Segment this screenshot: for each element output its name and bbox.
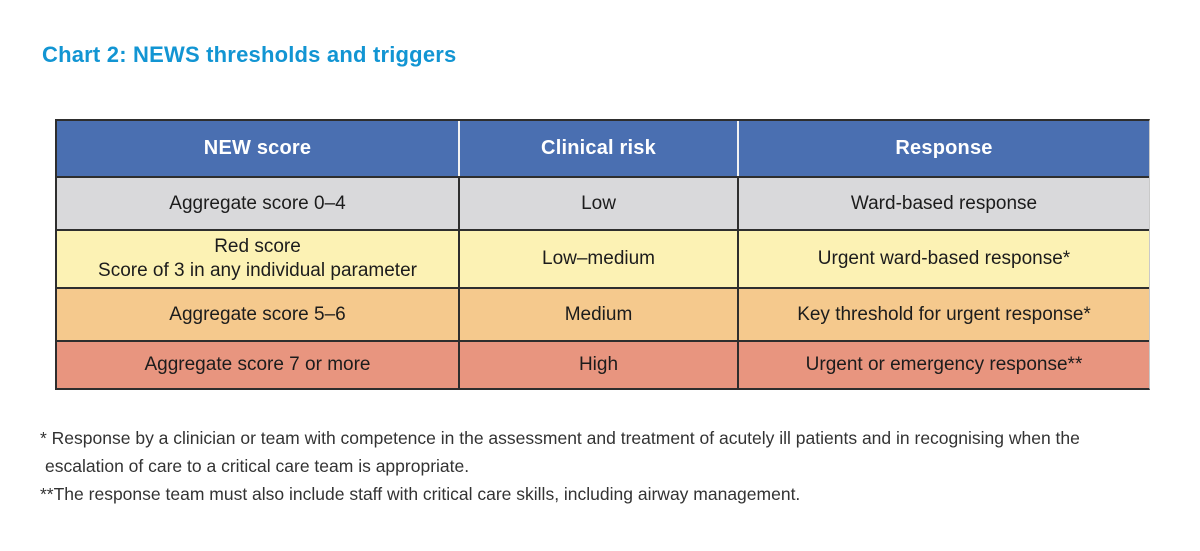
header-response: Response <box>895 137 993 159</box>
cell-response: Key threshold for urgent response* <box>797 303 1091 325</box>
footnote-line: * Response by a clinician or team with c… <box>40 428 1080 448</box>
header-clinical-risk: Clinical risk <box>460 121 739 176</box>
cell-response: Urgent or emergency response** <box>805 354 1083 376</box>
cell-response: Ward-based response <box>850 192 1038 214</box>
cell-risk: High <box>460 342 739 388</box>
table-header-row: NEW score Clinical risk Response <box>57 121 1149 176</box>
cell-response: Urgent ward-based response* <box>817 248 1071 270</box>
footnotes: * Response by a clinician or team with c… <box>40 424 1170 508</box>
header-new-score: NEW score <box>57 121 460 176</box>
cell-risk: Low <box>460 178 739 229</box>
table-row-high: Aggregate score 7 or more High Urgent or… <box>57 340 1149 388</box>
cell-risk: Medium <box>460 289 739 340</box>
table-row-low-medium: Red score Score of 3 in any individual p… <box>57 229 1149 287</box>
cell-score: Aggregate score 5–6 <box>57 289 460 340</box>
page-title: Chart 2: NEWS thresholds and triggers <box>42 42 457 67</box>
table-row-medium: Aggregate score 5–6 Medium Key threshold… <box>57 287 1149 340</box>
footnote-line: escalation of care to a critical care te… <box>45 456 470 476</box>
cell-score: Aggregate score 7 or more <box>57 342 460 388</box>
footnote-line: **The response team must also include st… <box>40 484 801 504</box>
news-thresholds-table: NEW score Clinical risk Response Aggrega… <box>55 119 1150 390</box>
table-row-low: Aggregate score 0–4 Low Ward-based respo… <box>57 176 1149 229</box>
cell-score: Red score Score of 3 in any individual p… <box>57 231 460 287</box>
cell-risk: Low–medium <box>460 231 739 287</box>
cell-score: Aggregate score 0–4 <box>57 178 460 229</box>
